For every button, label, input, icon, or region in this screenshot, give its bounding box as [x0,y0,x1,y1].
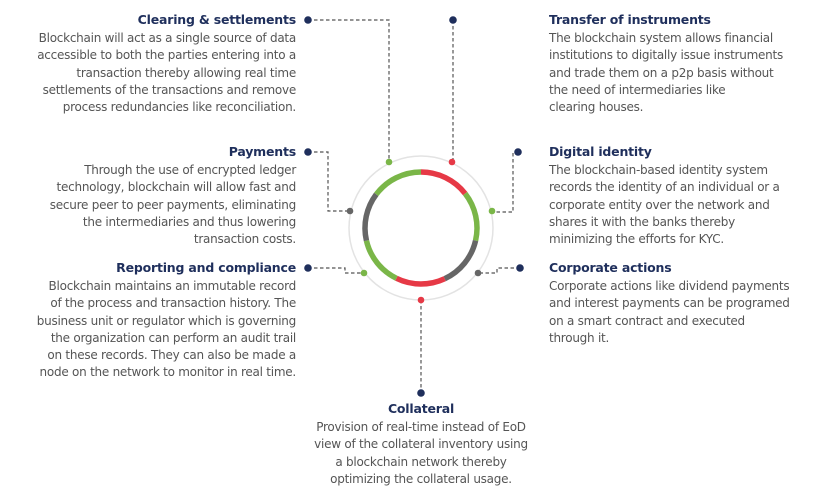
anchor-dot-navy [449,16,457,24]
section-description-line: transaction thereby allowing real time [76,65,296,80]
section-description-line: of the process and transaction history. … [50,296,296,311]
section-description-line: through it. [549,330,610,345]
section-description-line: shares it with the banks thereby [549,214,736,229]
ring-segment-green [363,239,398,281]
section-title: Payments [228,144,296,159]
section-title: Corporate actions [549,260,672,275]
ring-dot-green [360,269,368,277]
section-description-line: the intermediaries and thus lowering [82,214,296,229]
section-description-line: Blockchain maintains an immutable record [48,279,297,293]
ring-dot-green [488,207,496,215]
section-description-line: Through the use of encrypted ledger [84,163,296,177]
ring-segment-gray [443,239,479,282]
section-description-line: clearing houses. [549,100,644,115]
ring-dot-red [417,296,425,304]
section-description-line: the need of intermediaries like [549,82,726,97]
section-description-line: on these records. They can also be made … [47,348,296,363]
outer-ring [348,155,494,301]
ring-dot-red [448,158,456,166]
section-description-line: minimizing the efforts for KYC. [549,232,724,247]
anchor-dot-navy [516,264,524,272]
ring-segment-green [374,169,422,197]
section-description-line: Corporate actions like dividend payments [549,279,790,293]
section-description-line: The blockchain-based identity system [549,163,768,177]
section-description-line: and trade them on a p2p basis without [549,65,774,80]
connector-reporting [308,267,364,274]
ring-segment-green [462,191,480,242]
section-description-line: view of the collateral inventory using [314,437,528,452]
section-description-line: Provision of real-time instead of EoD [316,420,526,434]
ring-dot-gray [346,207,354,215]
connector-payments [308,151,350,212]
section-description-line: settlements of the transactions and remo… [42,82,297,97]
section-title: Transfer of instruments [549,12,711,27]
anchor-dot-navy [417,389,425,397]
ring-dot-gray [474,269,482,277]
section-description-line: The blockchain system allows financial [549,31,773,45]
section-description-line: institutions to digitally issue instrume… [549,48,783,63]
section-description-line: process redundancies like reconciliation… [62,100,297,115]
anchor-dot-navy [514,148,522,156]
section-title: Reporting and compliance [116,260,296,275]
anchor-dot-navy [304,16,312,24]
section-title: Digital identity [549,144,652,159]
section-description-line: records the identity of an individual or… [549,180,780,195]
section-title: Collateral [387,401,455,416]
ring-segment-gray [362,192,379,242]
section-description-line: accessible to both the parties entering … [37,48,296,63]
section-description-line: on a smart contract and executed [549,313,745,328]
ring-segment-red [420,169,468,196]
section-title: Clearing & settlements [137,12,297,27]
anchor-dot-navy [304,264,312,272]
section-description-line: business unit or regulator which is gove… [36,313,297,328]
section-description-line: transaction costs. [193,232,296,247]
section-description-line: corporate entity over the network and [549,197,770,212]
section-description-line: node on the network to monitor in real t… [39,365,297,380]
section-description-line: technology, blockchain will allow fast a… [56,180,297,195]
section-description-line: optimizing the collateral usage. [330,471,512,486]
connector-clearing [308,19,390,162]
section-description-line: Blockchain will act as a single source o… [38,31,297,45]
connector-digital [492,151,518,213]
connector-corporate [478,267,520,274]
section-description-line: the organization can perform an audit tr… [50,330,296,345]
section-description-line: and interest payments can be programed [549,296,790,311]
section-description-line: secure peer to peer payments, eliminatin… [49,197,296,212]
section-description-line: a blockchain network thereby [335,454,507,469]
ring-segment-red [395,275,446,287]
anchor-dot-navy [304,148,312,156]
ring-dot-green [385,158,393,166]
